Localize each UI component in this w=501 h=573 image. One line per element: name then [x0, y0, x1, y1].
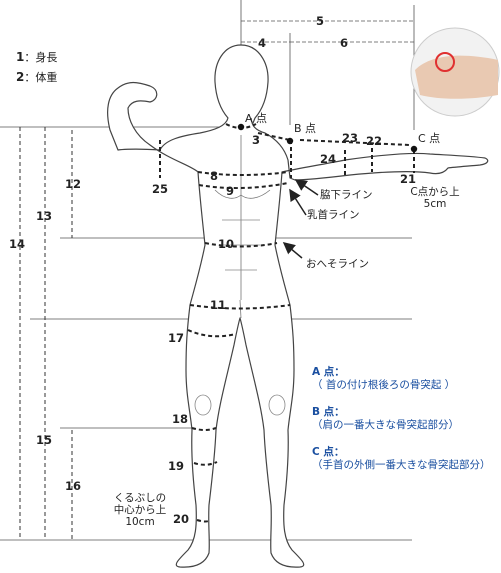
num-22: 22	[366, 134, 382, 148]
c-offset-note: C点から上 5cm	[410, 186, 460, 210]
num-4: 4	[258, 36, 266, 50]
def-b-desc: （肩の一番大きな骨突起部分）	[312, 419, 459, 431]
wrist-photo-inset	[410, 27, 500, 117]
num-17: 17	[168, 331, 184, 345]
def-c-title: C 点：	[312, 446, 345, 458]
num-18: 18	[172, 412, 188, 426]
ring-20	[196, 519, 211, 523]
num-13: 13	[36, 209, 52, 223]
arrow-axilla	[294, 179, 319, 196]
num-21: 21	[400, 172, 416, 186]
def-c-desc: （手首の外側一番大きな骨突起部分）	[312, 459, 491, 471]
ring-8	[197, 171, 289, 176]
num-20: 20	[173, 512, 189, 526]
num-15: 15	[36, 433, 52, 447]
nipple-line-label: 乳首ライン	[307, 209, 360, 221]
point-definitions: A 点： （ 首の付け根後ろの骨突起 ） B 点： （肩の一番大きな骨突起部分）…	[312, 366, 491, 486]
arrow-navel	[282, 242, 303, 259]
point-b-label: B 点	[294, 122, 317, 135]
num-5: 5	[316, 14, 324, 28]
num-25: 25	[152, 182, 168, 196]
vertical-measure-lines	[19, 127, 73, 540]
num-9: 9	[226, 184, 234, 198]
num-16: 16	[65, 479, 81, 493]
arrows	[282, 179, 319, 259]
arrow-nipple	[289, 188, 307, 216]
ring-17	[187, 329, 237, 338]
ring-10	[204, 242, 278, 248]
ring-9	[198, 182, 289, 190]
axilla-line-label: 脇下ライン	[320, 189, 373, 201]
num-3: 3	[252, 133, 260, 147]
num-8: 8	[210, 169, 218, 183]
num-10: 10	[218, 237, 234, 251]
legend-weight: 2：体重	[16, 70, 58, 84]
point-c-label: C 点	[418, 132, 441, 145]
num-23: 23	[342, 131, 358, 145]
ring-18	[191, 427, 217, 431]
def-a-desc: （ 首の付け根後ろの骨突起 ）	[312, 379, 456, 391]
landmark-dots	[237, 123, 418, 153]
navel-line-label: おへそライン	[306, 258, 369, 270]
legend-height: 1：身長	[16, 50, 58, 64]
num-19: 19	[168, 459, 184, 473]
marker-circle-icon	[435, 52, 455, 72]
num-11: 11	[210, 298, 226, 312]
ankle-note: くるぶしの 中心から上 10cm	[113, 492, 167, 528]
body-figure	[107, 44, 489, 568]
num-14: 14	[9, 237, 25, 251]
ring-shoulder	[257, 132, 291, 141]
line-23	[299, 139, 411, 146]
ring-19	[193, 461, 218, 466]
num-24: 24	[320, 152, 336, 166]
num-6: 6	[340, 36, 348, 50]
ring-11	[189, 304, 291, 310]
num-12: 12	[65, 177, 81, 191]
point-c-dot	[410, 145, 418, 153]
point-a-label: A 点	[245, 112, 268, 125]
def-b-title: B 点：	[312, 406, 345, 418]
point-a-dot	[237, 123, 245, 131]
def-a-title: A 点：	[312, 366, 345, 378]
measure-rings	[159, 123, 415, 523]
measure-labels: 3 4 5 6 8 9 10 11 12 13 14 15 16 17 18 1…	[9, 14, 416, 526]
point-b-dot	[286, 137, 294, 145]
